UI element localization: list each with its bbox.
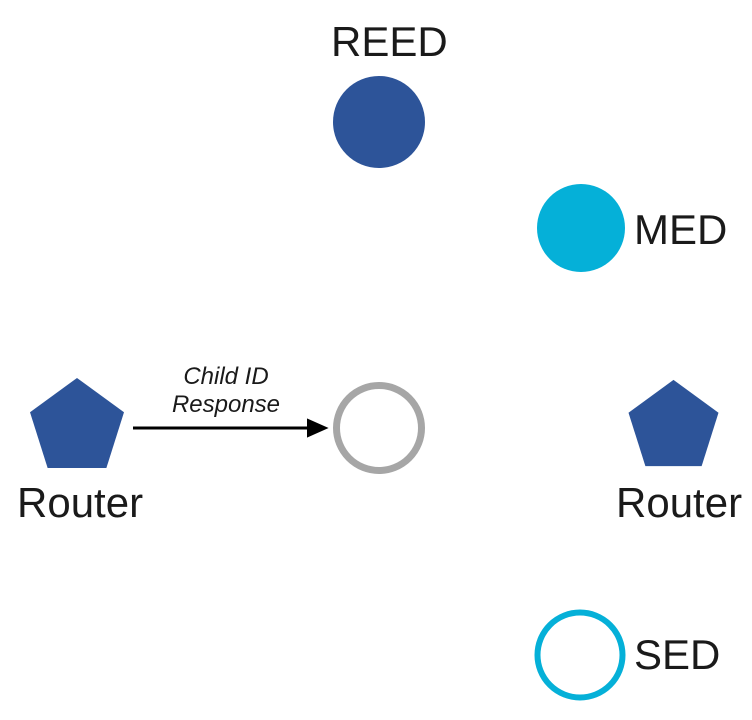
edge-label-line-2: Response [171,391,281,419]
node-sed-label: SED [634,631,721,678]
node-reed-label: REED [331,18,448,65]
edge-child-id-response-label: Child ID Response [126,363,326,420]
node-router-left-label: Router [17,479,144,526]
node-med[interactable] [537,184,625,272]
node-router-left[interactable] [28,376,126,470]
node-sed[interactable] [534,609,626,701]
node-reed[interactable] [333,76,425,168]
hollow-circle-icon [333,382,425,474]
node-joining-device[interactable] [333,382,425,474]
pentagon-icon [30,377,124,469]
node-med-label: MED [634,206,728,253]
edge-label-line-1: Child ID [183,363,269,390]
node-router-right[interactable] [626,378,721,468]
pentagon-icon [628,379,719,467]
filled-circle-icon [333,76,425,168]
hollow-circle-icon [534,609,626,701]
node-router-right-label: Router [616,479,743,526]
filled-circle-icon [537,184,625,272]
